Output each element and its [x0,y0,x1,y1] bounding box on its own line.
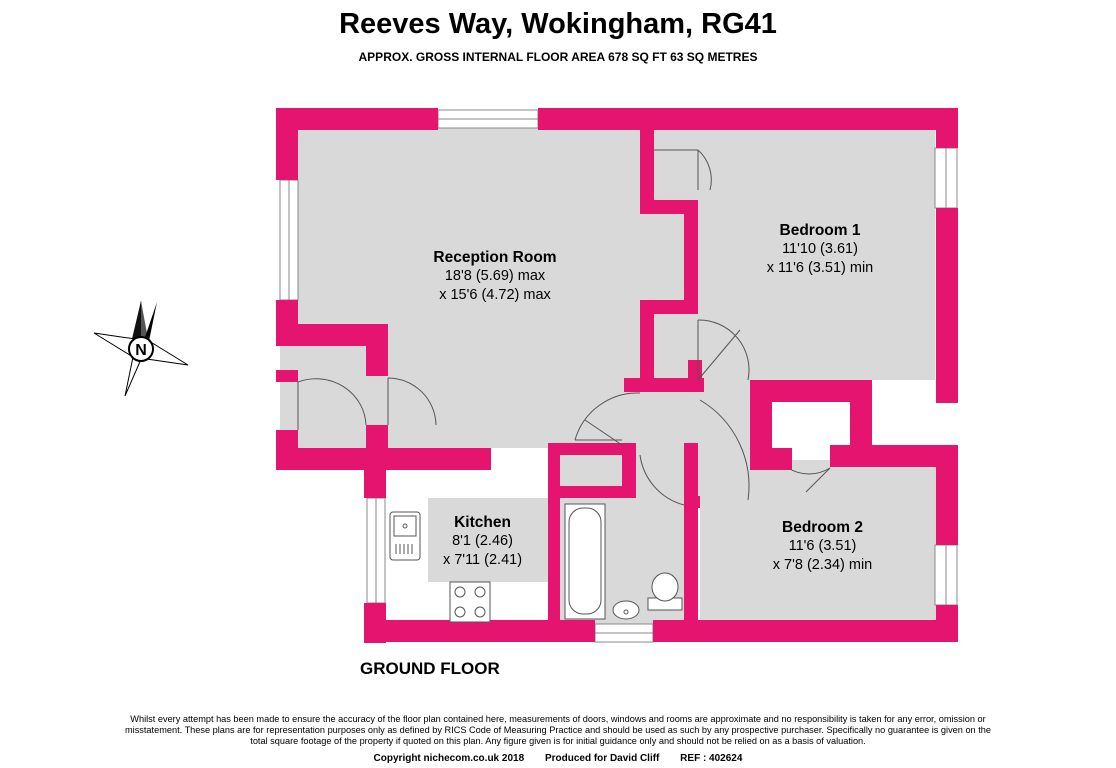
bedroom1-label: Bedroom 1 11'10 (3.61) x 11'6 (3.51) min [740,221,900,278]
bedroom2-dim1: 11'6 (3.51) [788,538,857,554]
bedroom1-dim1: 11'10 (3.61) [782,241,858,257]
bedroom2-label: Bedroom 2 11'6 (3.51) x 7'8 (2.34) min [745,518,900,575]
footer-produced: Produced for David Cliff [544,753,660,764]
footer-copyright: Copyright nichecom.co.uk 2018 [373,753,525,764]
kitchen-label: Kitchen 8'1 (2.46) x 7'11 (2.41) [425,513,540,570]
kitchen-dim2: x 7'11 (2.41) [442,552,523,568]
kitchen-dim1: 8'1 (2.46) [452,533,513,549]
plan-title: Reeves Way, Wokingham, RG41 [339,8,777,40]
reception-room-dim1: 18'8 (5.69) max [444,268,546,284]
footer-ref: REF : 402624 [680,753,743,764]
kitchen-counter-top [428,478,490,498]
bedroom2-dim2: x 7'8 (2.34) min [772,557,873,573]
reception-room-dim2: x 15'6 (4.72) max [439,287,551,303]
floor-label: GROUND FLOOR [360,659,500,678]
bedroom2-name: Bedroom 2 [782,519,863,536]
toilet [647,572,683,611]
compass-letter: N [135,342,147,359]
basin [612,600,640,620]
windows [279,109,958,643]
bathtub [564,503,606,620]
bedroom1-dim2: x 11'6 (3.51) min [766,260,874,276]
floor-area-subtitle: APPROX. GROSS INTERNAL FLOOR AREA 678 SQ… [358,50,758,64]
reception-room-label: Reception Room 18'8 (5.69) max x 15'6 (4… [400,248,590,305]
walls [276,108,958,643]
hob [449,581,491,623]
compass-rose: N [93,301,189,397]
door-swings [297,149,831,506]
disclaimer-text: Whilst every attempt has been made to en… [125,714,991,747]
footer: Copyright nichecom.co.uk 2018 Produced f… [0,753,1116,764]
bedroom1-name: Bedroom 1 [779,222,861,239]
reception-room-name: Reception Room [433,249,557,266]
kitchen-sink [389,511,421,561]
kitchen-name: Kitchen [454,514,511,531]
